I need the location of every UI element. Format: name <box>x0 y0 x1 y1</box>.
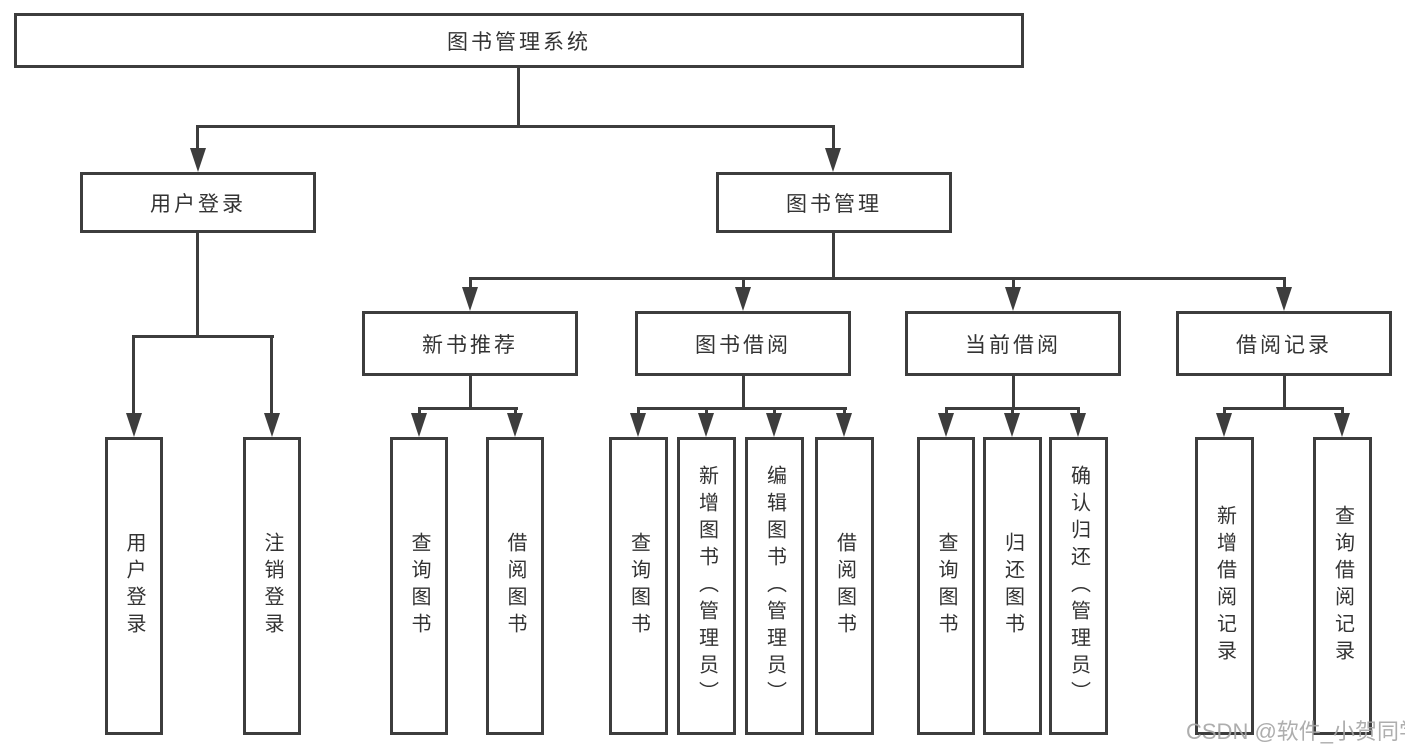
node-label: 查询图书 <box>408 532 430 640</box>
leaf-nb-borrow-books: 借阅图书 <box>486 437 544 735</box>
leaf-user-login: 用户登录 <box>105 437 163 735</box>
connector-borrow-records-branch <box>1223 407 1344 410</box>
arrow-down-icon <box>462 287 478 311</box>
csdn-watermark: CSDN @软件_小贺同学 <box>1186 719 1405 744</box>
node-label: 编辑图书（管理员） <box>763 464 786 708</box>
arrow-down-icon <box>1005 287 1021 311</box>
node-label: 查询图书 <box>935 532 957 640</box>
node-label: 新增借阅记录 <box>1213 505 1236 667</box>
connector-user-login-stem <box>196 233 199 335</box>
arrow-down-icon <box>1004 413 1020 437</box>
arrow-down-icon <box>1276 287 1292 311</box>
node-label: 新书推荐 <box>422 333 518 357</box>
connector-drop-bb-query <box>637 407 640 415</box>
connector-user-login-branch <box>133 335 274 338</box>
arrow-down-icon <box>1216 413 1232 437</box>
connector-drop-book-borrow <box>742 277 745 289</box>
node-user-login: 用户登录 <box>80 172 316 233</box>
connector-new-books-branch <box>418 407 518 410</box>
node-label: 图书管理 <box>786 192 882 216</box>
arrow-down-icon <box>411 413 427 437</box>
node-label: 用户登录 <box>123 532 145 640</box>
node-label: 借阅图书 <box>504 532 526 640</box>
node-label: 查询图书 <box>627 532 650 640</box>
connector-drop-br-query <box>1341 407 1344 415</box>
connector-drop-nb-borrow <box>514 407 517 415</box>
connector-drop-cb-query <box>945 407 948 415</box>
node-label: 查询借阅记录 <box>1331 505 1354 667</box>
arrow-down-icon <box>938 413 954 437</box>
leaf-cb-query-books: 查询图书 <box>917 437 975 735</box>
connector-drop-leaf-user-login <box>132 335 135 415</box>
connector-book-mgmt-stem <box>832 233 835 277</box>
connector-drop-user-login <box>196 125 199 151</box>
connector-level2-branch <box>197 125 835 128</box>
node-book-borrow: 图书借阅 <box>635 311 851 376</box>
connector-drop-borrow-records <box>1283 277 1286 289</box>
arrow-down-icon <box>630 413 646 437</box>
connector-drop-bb-borrow <box>843 407 846 415</box>
connector-book-borrow-branch <box>637 407 847 410</box>
node-new-books: 新书推荐 <box>362 311 578 376</box>
node-label: 用户登录 <box>150 192 246 216</box>
leaf-bb-query-books: 查询图书 <box>609 437 668 735</box>
node-label: 借阅图书 <box>833 532 856 640</box>
node-label: 图书管理系统 <box>447 30 591 54</box>
connector-drop-leaf-logout <box>270 335 273 415</box>
leaf-cb-return-books: 归还图书 <box>983 437 1042 735</box>
arrow-down-icon <box>735 287 751 311</box>
connector-drop-new-books <box>469 277 472 289</box>
connector-drop-book-mgmt <box>832 125 835 151</box>
connector-book-borrow-stem <box>742 376 745 407</box>
leaf-bb-add-books: 新增图书（管理员） <box>677 437 736 735</box>
connector-drop-bb-add <box>705 407 708 415</box>
connector-drop-bb-edit <box>773 407 776 415</box>
connector-current-borrow-stem <box>1012 376 1015 407</box>
node-current-borrow: 当前借阅 <box>905 311 1121 376</box>
arrow-down-icon <box>1070 413 1086 437</box>
arrow-down-icon <box>1334 413 1350 437</box>
arrow-down-icon <box>190 148 206 172</box>
node-library-system: 图书管理系统 <box>14 13 1024 68</box>
node-label: 借阅记录 <box>1236 333 1332 357</box>
connector-root-stem <box>517 68 520 125</box>
connector-drop-cb-confirm <box>1077 407 1080 415</box>
leaf-br-query-record: 查询借阅记录 <box>1313 437 1372 735</box>
leaf-bb-edit-books: 编辑图书（管理员） <box>745 437 804 735</box>
arrow-down-icon <box>825 148 841 172</box>
arrow-down-icon <box>766 413 782 437</box>
connector-drop-nb-query <box>418 407 421 415</box>
leaf-cb-confirm-return: 确认归还（管理员） <box>1049 437 1108 735</box>
arrow-down-icon <box>264 413 280 437</box>
node-label: 当前借阅 <box>965 333 1061 357</box>
node-label: 确认归还（管理员） <box>1067 464 1090 708</box>
node-label: 注销登录 <box>261 532 283 640</box>
node-label: 图书借阅 <box>695 333 791 357</box>
connector-borrow-records-stem <box>1283 376 1286 407</box>
connector-drop-br-add <box>1223 407 1226 415</box>
node-borrow-records: 借阅记录 <box>1176 311 1392 376</box>
connector-new-books-stem <box>469 376 472 407</box>
leaf-nb-query-books: 查询图书 <box>390 437 448 735</box>
node-book-mgmt: 图书管理 <box>716 172 952 233</box>
connector-drop-cb-return <box>1011 407 1014 415</box>
arrow-down-icon <box>126 413 142 437</box>
arrow-down-icon <box>507 413 523 437</box>
leaf-bb-borrow-books: 借阅图书 <box>815 437 874 735</box>
leaf-br-add-record: 新增借阅记录 <box>1195 437 1254 735</box>
leaf-logout: 注销登录 <box>243 437 301 735</box>
arrow-down-icon <box>836 413 852 437</box>
node-label: 新增图书（管理员） <box>695 464 718 708</box>
connector-level3-branch <box>469 277 1286 280</box>
node-label: 归还图书 <box>1001 532 1024 640</box>
arrow-down-icon <box>698 413 714 437</box>
connector-drop-current-borrow <box>1012 277 1015 289</box>
